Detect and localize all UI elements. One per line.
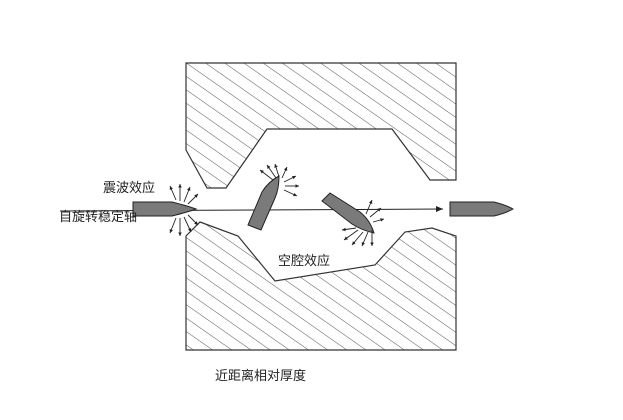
cavity-rays <box>341 199 385 247</box>
shock-wave-effect-label: 震波效应 <box>103 181 156 196</box>
lower-armor-block <box>185 221 457 351</box>
projectile-tilting <box>247 175 280 231</box>
diagram-caption: 近距离相对厚度 <box>215 369 307 384</box>
projectile-tumbling <box>321 192 375 234</box>
projectile-exit <box>449 201 515 217</box>
shock-wave-rays <box>169 184 199 236</box>
cavity-effect-label: 空腔效应 <box>278 254 331 269</box>
deflection-rays-upper <box>259 163 299 197</box>
spin-stabilized-axis-label: 自旋转稳定轴 <box>59 210 138 225</box>
projectile-entry <box>132 201 198 217</box>
upper-armor-block <box>185 62 457 189</box>
